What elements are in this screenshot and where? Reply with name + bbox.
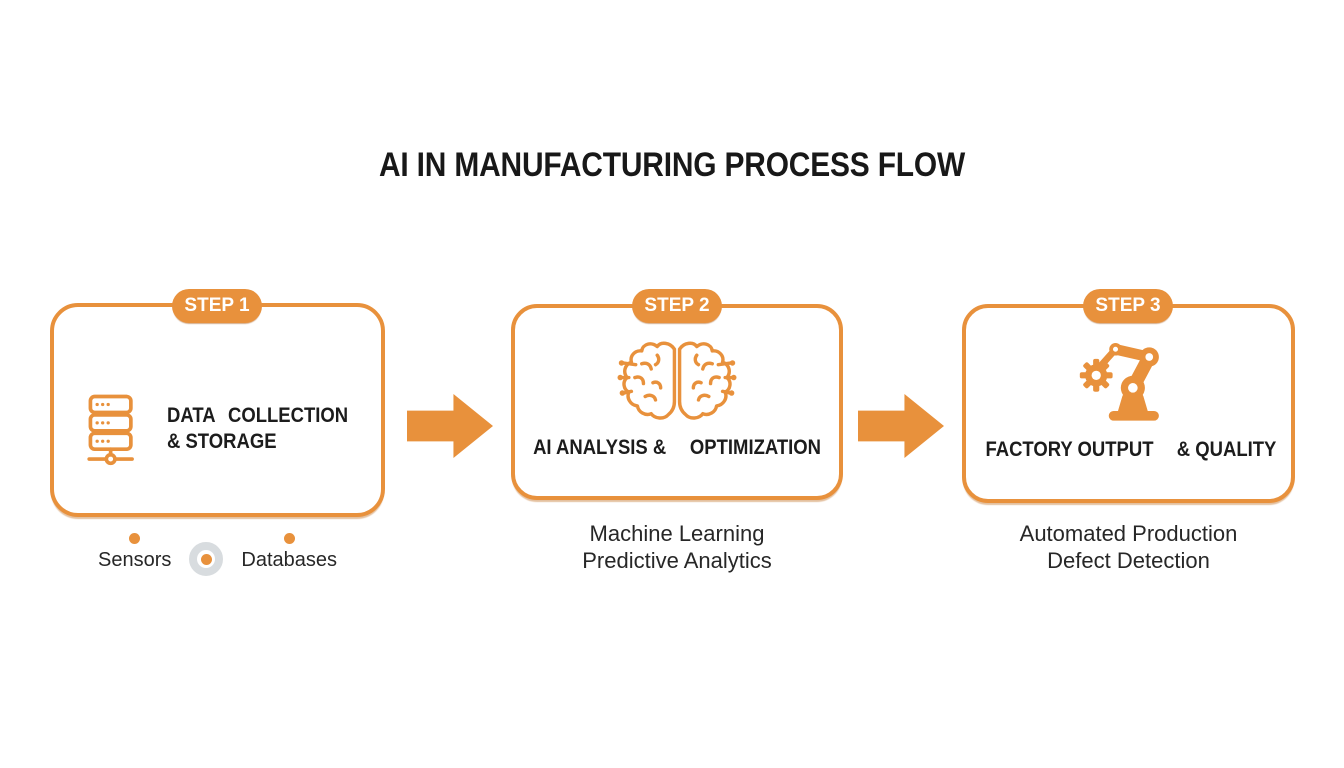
- legend-item-sensors: Sensors: [98, 533, 171, 572]
- sublabel-line: Predictive Analytics: [582, 548, 772, 573]
- step-2-heading: AI ANALYSIS & OPTIMIZATION: [533, 436, 822, 459]
- bullet-dot-icon: [129, 533, 141, 544]
- step-3-badge: STEP 3: [1083, 289, 1173, 323]
- page-title: AI IN MANUFACTURING PROCESS FLOW: [378, 146, 966, 184]
- sublabel-line: Machine Learning: [589, 521, 765, 546]
- robot-arm-icon: [1079, 343, 1159, 421]
- target-ring-icon: [189, 542, 224, 576]
- step-1-body: DATA COLLECTION & STORAGE: [54, 307, 381, 513]
- step-1-sublabels: Sensors Databases: [50, 533, 385, 576]
- step-3-sublabels: Automated Production Defect Detection: [962, 520, 1295, 574]
- server-rack-icon: [87, 394, 134, 466]
- step-2-body: AI ANALYSIS & OPTIMIZATION: [515, 308, 839, 496]
- bullet-dot-icon: [283, 533, 295, 544]
- step-1-badge: STEP 1: [172, 289, 262, 323]
- step-2-card: AI ANALYSIS & OPTIMIZATION: [511, 304, 843, 500]
- arrow-right-icon: [858, 394, 944, 458]
- step-1-heading: DATA COLLECTION & STORAGE: [167, 404, 349, 453]
- step-2-badge: STEP 2: [632, 289, 722, 323]
- step-1-card: DATA COLLECTION & STORAGE: [50, 303, 385, 517]
- brain-circuit-icon: [616, 341, 738, 420]
- step-3-card: FACTORY OUTPUT & QUALITY: [962, 304, 1295, 503]
- arrow-right-icon: [407, 394, 493, 458]
- legend-label: Databases: [241, 549, 337, 571]
- step-3-heading: FACTORY OUTPUT & QUALITY: [984, 438, 1277, 461]
- step-3-body: FACTORY OUTPUT & QUALITY: [966, 308, 1291, 499]
- sublabel-line: Automated Production: [1019, 521, 1238, 546]
- step-2-sublabels: Machine Learning Predictive Analytics: [511, 520, 843, 574]
- legend-label: Sensors: [98, 549, 172, 571]
- sublabel-line: Defect Detection: [1047, 548, 1210, 573]
- legend-item-databases: Databases: [241, 533, 337, 572]
